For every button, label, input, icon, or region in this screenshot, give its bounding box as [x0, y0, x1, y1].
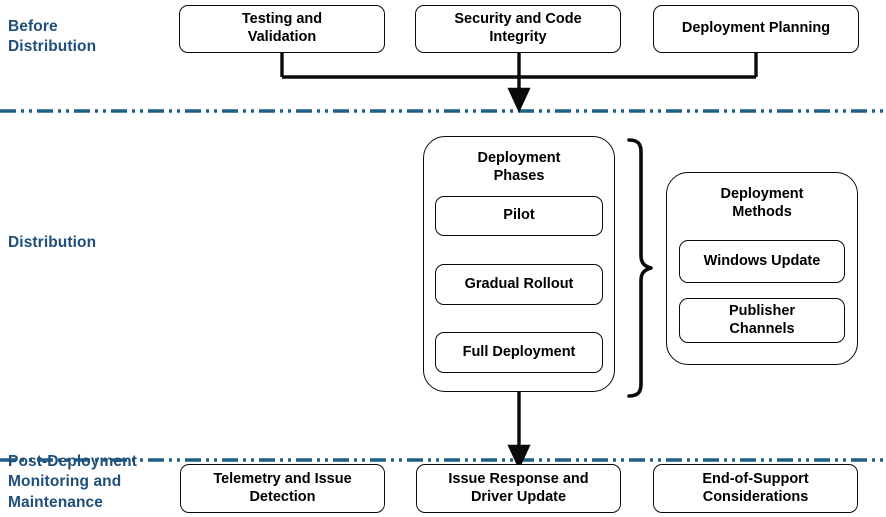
node-security-and-code-integrity[interactable]: Security and Code Integrity: [415, 5, 621, 53]
node-pilot[interactable]: Pilot: [435, 196, 603, 236]
curly-brace-phases-methods: [627, 138, 653, 398]
group-title-deployment-methods: Deployment Methods: [720, 186, 804, 220]
node-deployment-planning[interactable]: Deployment Planning: [653, 5, 859, 53]
node-telemetry-and-issue-detection[interactable]: Telemetry and Issue Detection: [180, 464, 385, 513]
node-issue-response-and-driver-update[interactable]: Issue Response and Driver Update: [416, 464, 621, 513]
node-publisher-channels[interactable]: Publisher Channels: [679, 298, 845, 343]
lane-label-post-deployment: Post-Deployment Monitoring and Maintenan…: [8, 453, 137, 511]
node-end-of-support-considerations[interactable]: End-of-Support Considerations: [653, 464, 858, 513]
lane-label-distribution: Distribution: [8, 234, 97, 251]
group-title-deployment-phases: Deployment Phases: [477, 150, 561, 184]
node-windows-update[interactable]: Windows Update: [679, 240, 845, 283]
node-full-deployment[interactable]: Full Deployment: [435, 332, 603, 373]
lane-label-before-distribution: Before Distribution: [8, 18, 97, 56]
node-testing-and-validation[interactable]: Testing and Validation: [179, 5, 385, 53]
node-gradual-rollout[interactable]: Gradual Rollout: [435, 264, 603, 305]
merge-connector-before-to-distribution: [280, 53, 758, 113]
